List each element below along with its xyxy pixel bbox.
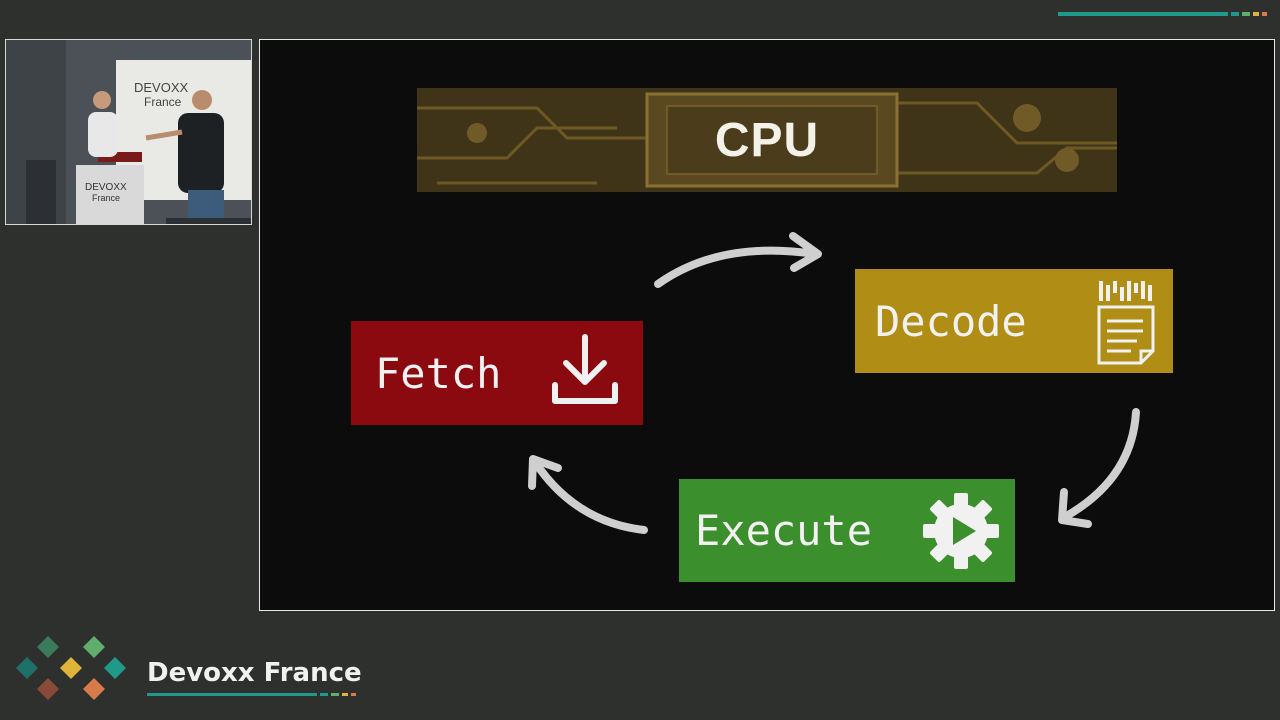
decode-step: Decode — [855, 269, 1173, 373]
backdrop-logo-text: DEVOXX — [134, 80, 189, 95]
brand-name: Devoxx France — [147, 658, 362, 688]
top-stripe-dot — [1231, 12, 1239, 16]
top-stripe-dot — [1262, 12, 1267, 16]
arrow-fetch-to-decode — [654, 246, 819, 288]
svg-text:France: France — [92, 193, 120, 203]
fetch-step: Fetch — [351, 321, 643, 425]
execute-label: Execute — [695, 506, 873, 555]
cpu-title: CPU — [714, 113, 820, 167]
document-code-icon — [1097, 281, 1155, 365]
brand-underline-dot — [331, 693, 339, 696]
brand-underline-dot — [351, 693, 356, 696]
cpu-banner: CPU — [417, 88, 1117, 192]
brand-underline — [147, 693, 317, 696]
top-stripe-dot — [1253, 12, 1259, 16]
podium-logo-text: DEVOXX — [85, 182, 127, 193]
cycle-arrows — [528, 232, 1140, 534]
arrow-decode-to-execute — [1059, 408, 1140, 522]
execute-step: Execute — [679, 479, 1015, 582]
circuit-board-image — [417, 88, 1117, 192]
devoxx-logo-icon — [16, 636, 126, 700]
fetch-label: Fetch — [375, 348, 502, 398]
brand-underline-dot — [320, 693, 328, 696]
svg-text:France: France — [144, 95, 182, 109]
decode-label: Decode — [875, 296, 1027, 346]
top-stripe — [1058, 12, 1228, 16]
slide: CPU Fetch Decode — [259, 39, 1275, 611]
brand-underline-dot — [342, 693, 348, 696]
gear-play-icon — [923, 493, 999, 569]
top-stripe-dot — [1242, 12, 1250, 16]
arrow-execute-to-fetch — [531, 458, 648, 534]
speaker-camera: DEVOXX France DEVOXX France — [5, 39, 252, 225]
download-icon — [552, 334, 618, 404]
camera-scene: DEVOXX France DEVOXX France — [6, 40, 251, 224]
